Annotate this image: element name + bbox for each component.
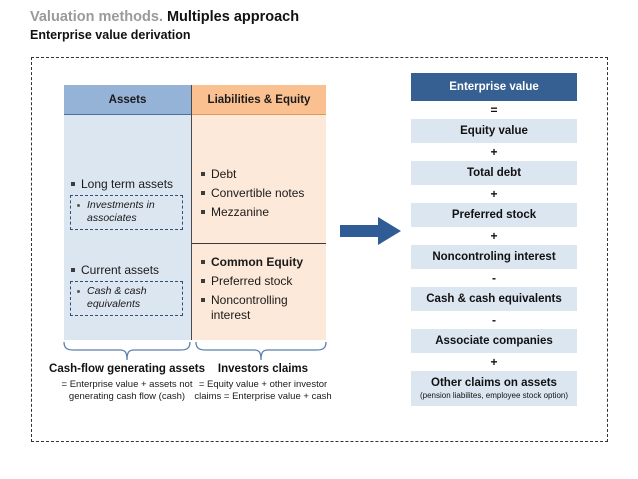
- liabilities-column-header: Liabilities & Equity: [192, 85, 326, 115]
- assets-group-current: Current assets Cash & cash equivalents: [68, 263, 189, 316]
- page-title: Valuation methods. Multiples approach En…: [30, 8, 610, 43]
- brace-cash-flow-assets: [62, 341, 192, 361]
- ev-operator: +: [490, 229, 498, 243]
- title-main: Multiples approach: [166, 9, 300, 25]
- title-prefix: Valuation methods.: [30, 9, 163, 25]
- ev-operator: +: [490, 355, 498, 369]
- liabilities-item: Noncontrolling interest: [198, 293, 322, 323]
- liabilities-item: Convertible notes: [198, 186, 322, 201]
- caption-subtext: = Enterprise value + assets not generati…: [61, 378, 193, 402]
- ev-row-note: (pension liabilites, employee stock opti…: [419, 391, 569, 400]
- caption-subtext: = Equity value + other investor claims =…: [194, 378, 332, 402]
- ev-row-box: Noncontroling interest: [411, 245, 577, 269]
- title-subtitle: Enterprise value derivation: [30, 28, 191, 42]
- right-arrow-icon: [340, 216, 402, 246]
- assets-subitem-box: Investments in associates: [70, 195, 183, 230]
- caption-investors-claims: Investors claims = Equity value + other …: [190, 363, 336, 403]
- ev-row-label: Other claims on assets: [431, 377, 557, 389]
- assets-group-long-term: Long term assets Investments in associat…: [68, 177, 189, 230]
- assets-column-body: Long term assets Investments in associat…: [64, 115, 191, 340]
- enterprise-value-stack: Enterprise value = Equity value + Total …: [411, 73, 577, 406]
- caption-title: Cash-flow generating assets: [49, 363, 205, 375]
- ev-row-box: Other claims on assets (pension liabilit…: [411, 371, 577, 406]
- ev-row-box: Associate companies: [411, 329, 577, 353]
- ev-operator: =: [490, 103, 498, 117]
- ev-operator: +: [490, 187, 498, 201]
- ev-row-box: Equity value: [411, 119, 577, 143]
- ev-row-box: Preferred stock: [411, 203, 577, 227]
- assets-item-label: Long term assets: [68, 177, 189, 192]
- liabilities-item: Common Equity: [198, 255, 322, 270]
- caption-title: Investors claims: [217, 363, 309, 375]
- assets-column: Assets Long term assets Investments in a…: [64, 85, 192, 340]
- diagram-frame: [31, 57, 608, 442]
- liabilities-group-debt: Debt Convertible notes Mezzanine: [198, 167, 322, 224]
- assets-item-label: Current assets: [68, 263, 189, 278]
- ev-row-box: Total debt: [411, 161, 577, 185]
- assets-subitem-label: Cash & cash equivalents: [73, 285, 178, 311]
- ev-operator: -: [492, 313, 496, 327]
- liabilities-item: Debt: [198, 167, 322, 182]
- liabilities-divider: [192, 243, 326, 244]
- liabilities-item: Mezzanine: [198, 205, 322, 220]
- ev-row-box: Cash & cash equivalents: [411, 287, 577, 311]
- brace-investors-claims: [194, 341, 328, 361]
- ev-operator: -: [492, 271, 496, 285]
- assets-subitem-box: Cash & cash equivalents: [70, 281, 183, 316]
- ev-header-box: Enterprise value: [411, 73, 577, 101]
- liabilities-column: Liabilities & Equity Debt Convertible no…: [192, 85, 326, 340]
- assets-subitem-label: Investments in associates: [73, 199, 178, 225]
- title-line-primary: Valuation methods. Multiples approach: [30, 8, 610, 26]
- liabilities-column-body: Debt Convertible notes Mezzanine Common …: [192, 115, 326, 340]
- liabilities-group-equity: Common Equity Preferred stock Noncontrol…: [198, 255, 322, 327]
- caption-cash-flow-assets: Cash-flow generating assets = Enterprise…: [46, 363, 208, 403]
- ev-operator: +: [490, 145, 498, 159]
- liabilities-item: Preferred stock: [198, 274, 322, 289]
- balance-sheet-table: Assets Long term assets Investments in a…: [64, 85, 326, 340]
- assets-column-header: Assets: [64, 85, 191, 115]
